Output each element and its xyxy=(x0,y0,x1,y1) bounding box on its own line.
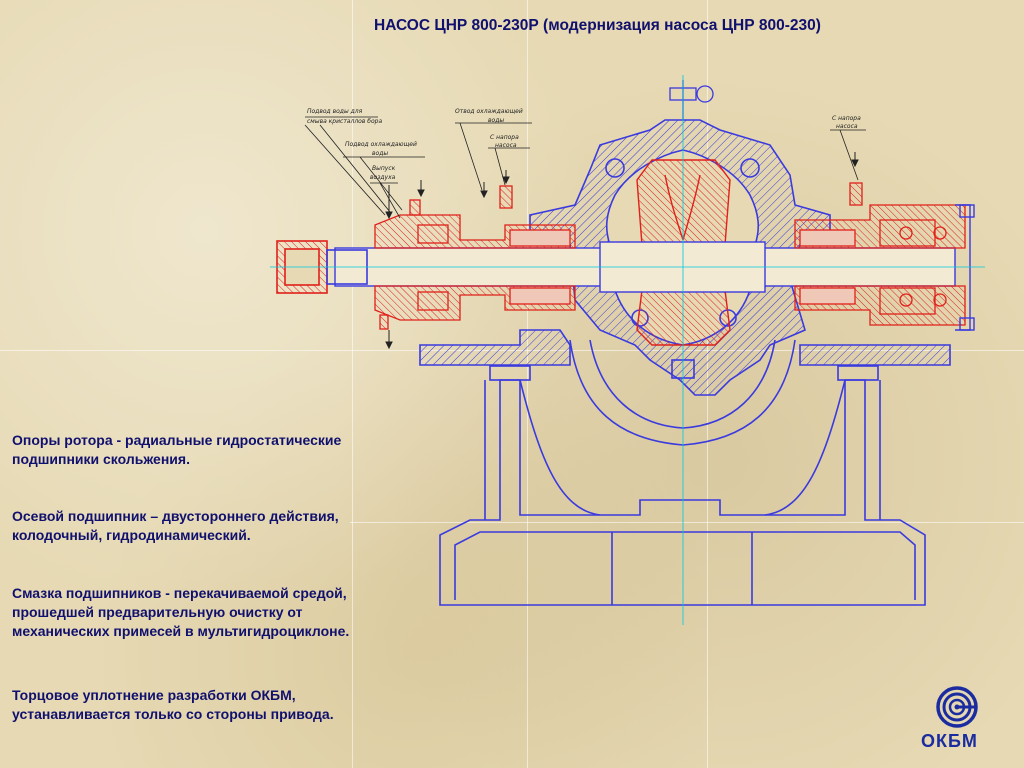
bullet-rotor-supports: Опоры ротора - радиальные гидростатическ… xyxy=(12,431,432,469)
note-cooling-drain-line1: Отвод охлаждающей xyxy=(455,108,523,115)
note-air-release-line1: Выпуск xyxy=(372,165,396,172)
note-cooling-supply-line1: Подвод охлаждающей xyxy=(345,141,417,148)
note-air-release-line2: воздуха xyxy=(370,174,396,181)
note-pressure-right-line2: насоса xyxy=(836,123,858,130)
bullet-line: прошедшей предварительную очистку от xyxy=(12,604,303,620)
background-gridline xyxy=(350,522,1024,523)
note-cooling-supply-line2: воды xyxy=(372,150,388,157)
note-pressure-left-line1: С напора xyxy=(490,134,519,141)
connection-arrows xyxy=(385,152,859,350)
annotations: Подвод воды для смыва кристаллов бора По… xyxy=(307,108,861,181)
right-end-cover xyxy=(955,204,975,331)
note-cooling-drain-line2: воды xyxy=(488,117,504,124)
bullet-line: колодочный, гидродинамический. xyxy=(12,527,251,543)
bullet-line: Смазка подшипников - перекачиваемой сред… xyxy=(12,585,347,601)
right-bearing-assembly xyxy=(794,182,966,326)
bullet-line: устанавливается только со стороны привод… xyxy=(12,706,334,722)
bullet-line: подшипники скольжения. xyxy=(12,451,190,467)
bullet-line: Торцовое уплотнение разработки ОКБМ, xyxy=(12,687,296,703)
background-gridline xyxy=(352,0,353,768)
note-water-supply-line1: Подвод воды для xyxy=(307,108,363,115)
vent-valve xyxy=(669,80,714,120)
okbm-logo-icon xyxy=(936,686,978,728)
page-title: НАСОС ЦНР 800-230Р (модернизация насоса … xyxy=(374,17,821,34)
bullet-lubrication: Смазка подшипников - перекачиваемой сред… xyxy=(12,584,432,641)
bullet-line: Осевой подшипник – двустороннего действи… xyxy=(12,508,339,524)
bullet-line: механических примесей в мультигидроцикло… xyxy=(12,623,350,639)
axis-lines xyxy=(270,75,985,625)
leader-lines xyxy=(304,116,866,219)
pump-pedestal xyxy=(439,365,926,606)
logo-text: ОКБМ xyxy=(921,731,978,751)
bullet-thrust-bearing: Осевой подшипник – двустороннего действи… xyxy=(12,507,432,545)
bullet-line: Опоры ротора - радиальные гидростатическ… xyxy=(12,432,342,448)
left-bearing-assembly xyxy=(374,185,576,330)
note-water-supply-line2: смыва кристаллов бора xyxy=(307,118,382,125)
bullet-mechanical-seal: Торцовое уплотнение разработки ОКБМ, уст… xyxy=(12,686,432,724)
note-pressure-left-line2: насоса xyxy=(495,142,517,149)
background-gridline xyxy=(527,0,528,768)
note-pressure-right-line1: С напора xyxy=(832,115,861,122)
